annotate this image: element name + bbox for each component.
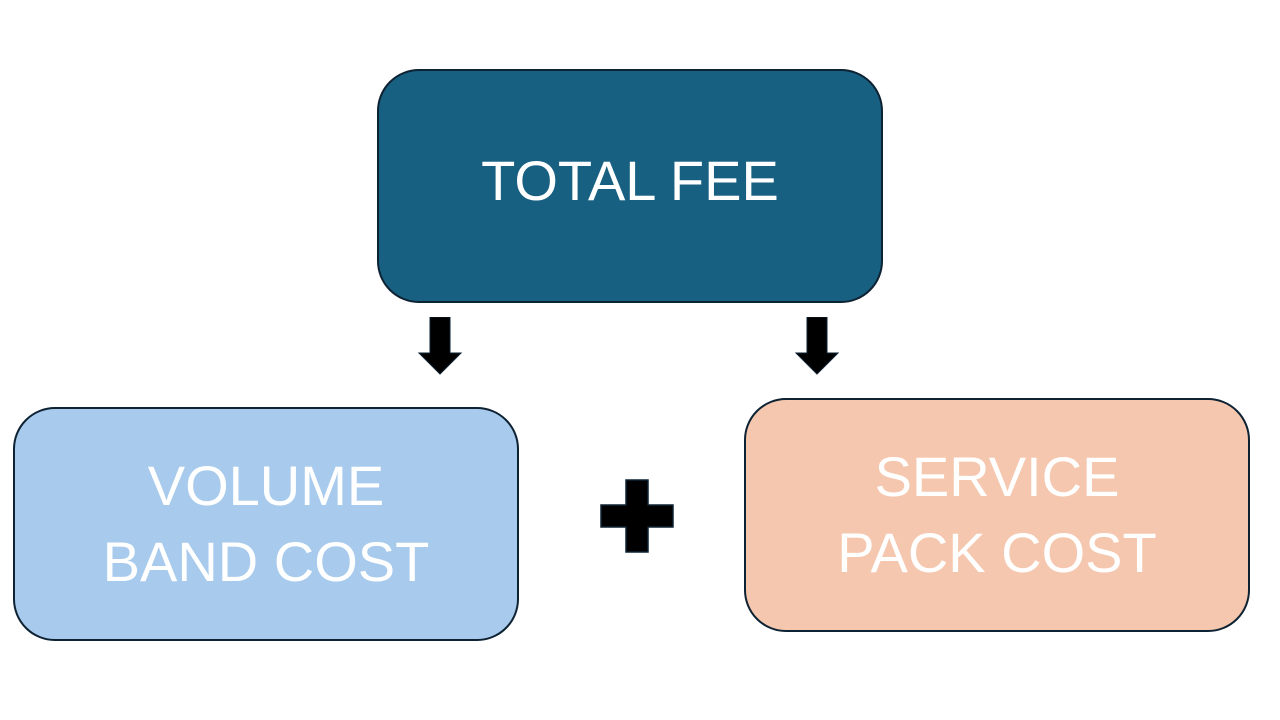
plus-icon <box>600 479 674 553</box>
arrow-down-icon <box>795 317 839 375</box>
volume-label-line-2: BAND COST <box>102 530 430 593</box>
service-label-line-2: PACK COST <box>837 521 1157 584</box>
volume-band-cost-node: VOLUME BAND COST <box>13 407 519 641</box>
service-label-line-1: SERVICE <box>874 445 1120 508</box>
total-fee-label: TOTAL FEE <box>481 149 779 212</box>
total-fee-node: TOTAL FEE <box>377 69 883 303</box>
volume-label-line-1: VOLUME <box>147 454 385 517</box>
arrow-down-icon <box>418 317 462 375</box>
service-pack-cost-node: SERVICE PACK COST <box>744 398 1250 632</box>
